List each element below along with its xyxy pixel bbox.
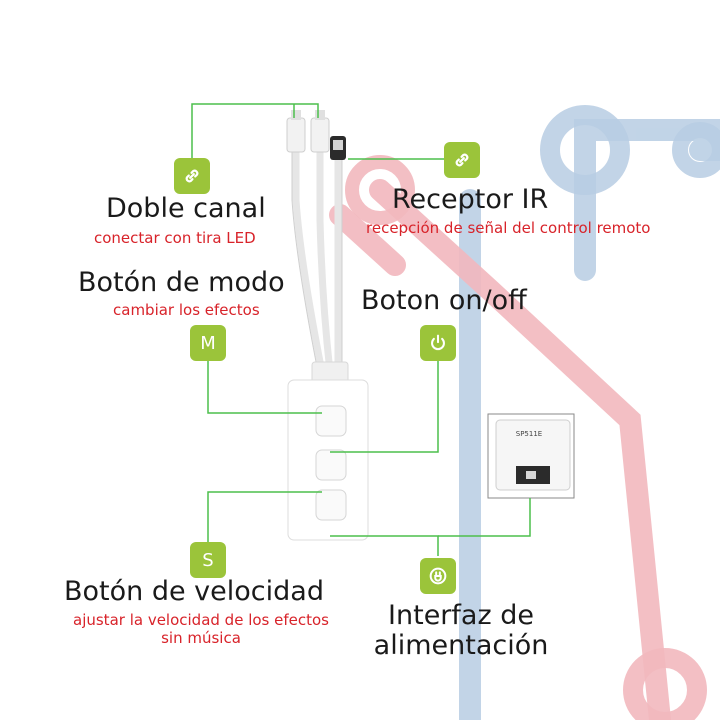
plug-icon [420, 558, 456, 594]
callout-lines [191, 103, 531, 556]
decorative-red-traces [329, 179, 671, 720]
controller-cables [292, 146, 342, 376]
mode-badge: M [190, 325, 226, 361]
mode-button-title: Botón de modo [78, 267, 285, 298]
controller-body [287, 361, 369, 541]
ir-receiver-title: Receptor IR [392, 184, 549, 215]
link-icon [174, 158, 210, 194]
power-interface-title-line1: Interfaz de [388, 600, 534, 631]
power-icon [420, 325, 456, 361]
speed-button-subtitle-line2: sin música [161, 629, 241, 647]
link-icon [444, 142, 480, 178]
power-button-title: Boton on/off [361, 285, 527, 316]
device-model-text: SP511E [516, 430, 542, 438]
decorative-red-circle-2 [623, 648, 707, 720]
ir-receiver-subtitle: recepción de señal del control remoto [366, 219, 651, 237]
led-connector-2 [310, 110, 330, 153]
decorative-blue-circle [540, 105, 630, 195]
decorative-red-circle [345, 155, 415, 225]
controller-cables-outline [291, 150, 343, 373]
led-connector-1 [286, 110, 306, 153]
dual-channel-subtitle: conectar con tira LED [94, 229, 256, 247]
ir-receiver-head [330, 136, 346, 160]
decorative-blue-circle-2 [672, 122, 720, 178]
speed-button-subtitle-line1: ajustar la velocidad de los efectos [73, 611, 329, 629]
power-interface-inset [487, 413, 575, 499]
speed-badge: S [190, 542, 226, 578]
mode-button-subtitle: cambiar los efectos [113, 301, 260, 319]
power-interface-title-line2: alimentación [373, 630, 549, 661]
speed-button-title: Botón de velocidad [64, 576, 324, 607]
dual-channel-title: Doble canal [106, 193, 266, 224]
